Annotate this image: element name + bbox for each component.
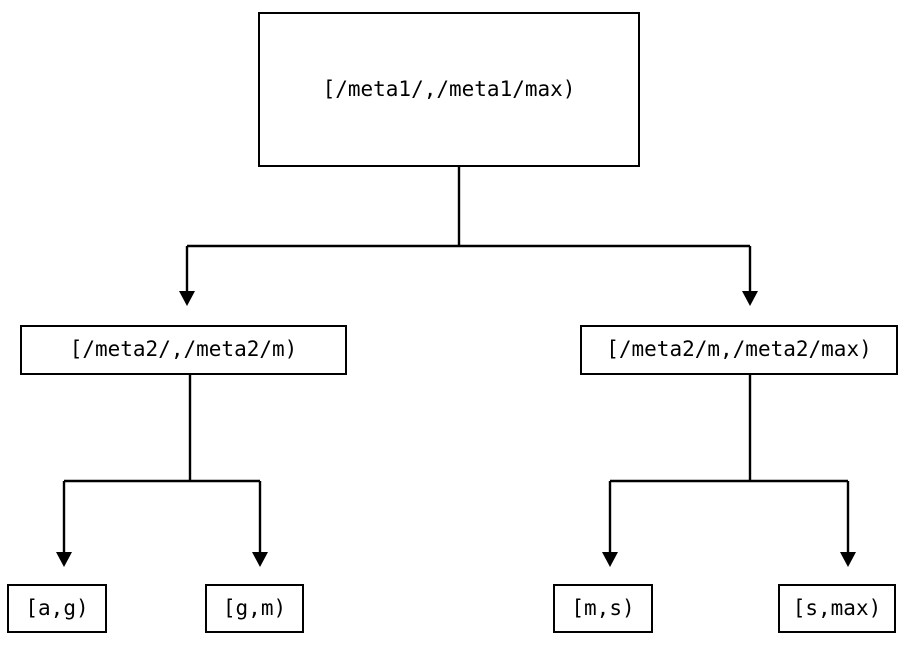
arrowhead-root-to-meta2-low — [179, 291, 195, 306]
node-leaf-ag-label: [a,g) — [25, 595, 89, 620]
node-meta2-high[interactable]: [/meta2/m,/meta2/max) — [580, 325, 898, 375]
node-leaf-smax-label: [s,max) — [792, 595, 882, 620]
arrowhead-meta2-low-to-leaf-ag — [56, 552, 72, 567]
node-meta2-high-label: [/meta2/m,/meta2/max) — [606, 337, 872, 362]
node-root[interactable]: [/meta1/,/meta1/max) — [258, 12, 640, 167]
arrowhead-meta2-high-to-leaf-smax — [840, 552, 856, 567]
arrowhead-meta2-high-to-leaf-ms — [602, 552, 618, 567]
node-meta2-low-label: [/meta2/,/meta2/m) — [69, 337, 298, 362]
arrowhead-root-to-meta2-high — [742, 291, 758, 306]
node-leaf-ms-label: [m,s) — [571, 595, 635, 620]
arrowhead-meta2-low-to-leaf-gm — [252, 552, 268, 567]
node-leaf-smax[interactable]: [s,max) — [778, 584, 896, 633]
node-leaf-ag[interactable]: [a,g) — [7, 584, 107, 633]
node-leaf-ms[interactable]: [m,s) — [553, 584, 653, 633]
node-leaf-gm-label: [g,m) — [222, 595, 287, 620]
node-leaf-gm[interactable]: [g,m) — [205, 584, 304, 633]
node-meta2-low[interactable]: [/meta2/,/meta2/m) — [20, 325, 347, 375]
node-root-label: [/meta1/,/meta1/max) — [322, 76, 576, 101]
